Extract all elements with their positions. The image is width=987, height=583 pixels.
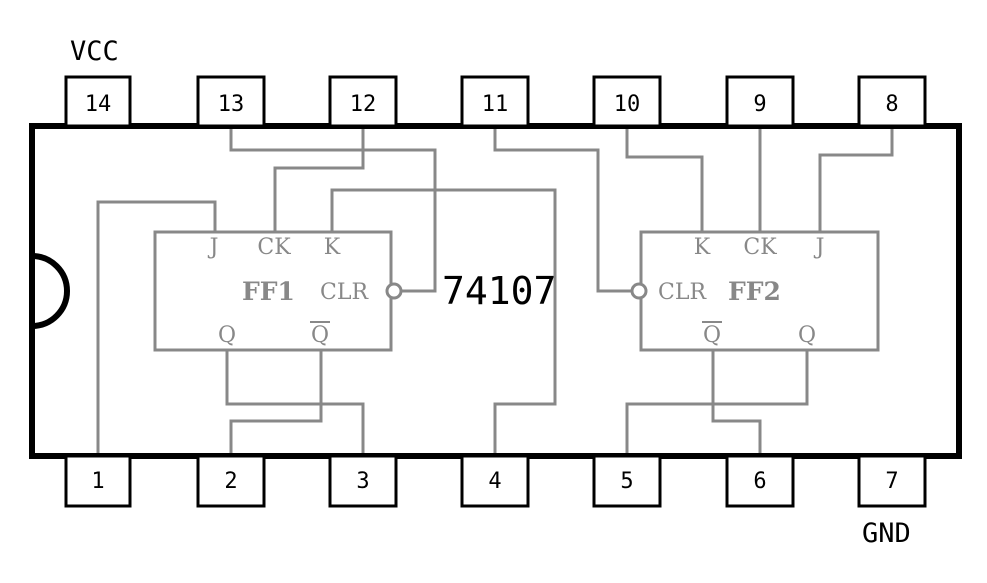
wire-pin1-ff1-j	[96, 200, 217, 460]
pin-14-label: 14	[85, 92, 112, 117]
wire-pin11-ff2-clr	[493, 124, 632, 293]
pin-7-box	[857, 454, 927, 508]
ff1-q-label: Q	[218, 323, 236, 348]
pin-1-box	[64, 454, 132, 508]
pin-12-box	[328, 75, 398, 128]
pin-5-label: 5	[620, 469, 633, 494]
ff2-qbar-label: Q	[703, 323, 721, 348]
ff2-clr-bubble	[630, 282, 648, 300]
pin-9-box	[725, 75, 795, 128]
wire-ff1-q-pin3	[225, 350, 365, 460]
pin-13-label: 13	[218, 92, 245, 117]
pin-10-box	[592, 75, 662, 128]
ff2-title: FF2	[728, 277, 781, 306]
wire-ff2-qbar-pin6	[711, 350, 762, 460]
pin-10-label: 10	[614, 92, 641, 117]
pin-2-label: 2	[224, 469, 237, 494]
pin-5-box	[592, 454, 662, 508]
ff1-clr-label: CLR	[320, 280, 369, 305]
vcc-label: VCC	[70, 36, 119, 67]
ff1-title: FF1	[242, 277, 295, 306]
wire-pin13-ff1-clr	[229, 124, 437, 293]
pin-6-box	[725, 454, 795, 508]
wire-pin10-ff2-k	[625, 124, 704, 232]
pin-8-label: 8	[885, 92, 898, 117]
ff1-clr-bubble	[385, 282, 403, 300]
ff1-j-label: J	[208, 235, 219, 260]
internal-wiring	[96, 124, 894, 460]
pin-2-box	[196, 454, 266, 508]
ff2-j-label: J	[814, 235, 825, 260]
bottom-pins: 1 2 3 4 5 6 7	[64, 454, 927, 508]
pin-11-box	[460, 75, 530, 128]
ff1-k-label: K	[324, 235, 341, 260]
wire-pin8-ff2-j	[818, 124, 894, 232]
wire-ff2-q-pin5	[625, 350, 809, 460]
pin-8-box	[857, 75, 927, 128]
pin-6-label: 6	[753, 469, 766, 494]
pin1-notch	[31, 253, 70, 329]
wire-pin12-ff1-ck	[273, 124, 365, 232]
ff2-q-label: Q	[798, 323, 816, 348]
pin-1-label: 1	[91, 469, 104, 494]
pin-11-label: 11	[482, 92, 509, 117]
pin-4-label: 4	[488, 469, 501, 494]
pin-14-box	[64, 75, 132, 128]
pin-7-label: 7	[885, 469, 898, 494]
ff2-k-label: K	[694, 235, 711, 260]
pin-9-label: 9	[753, 92, 766, 117]
ff2-ck-label: CK	[743, 235, 777, 260]
pin-13-box	[196, 75, 266, 128]
top-pins: 14 13 12 11 10 9 8	[64, 75, 927, 128]
pin-3-label: 3	[356, 469, 369, 494]
wire-ff1-qbar-pin2	[229, 350, 323, 460]
pin-12-label: 12	[350, 92, 377, 117]
wire-pin4-ff1-k	[330, 188, 557, 460]
pin-3-box	[328, 454, 398, 508]
chip-part-number: 74107	[442, 269, 556, 313]
ff1-ck-label: CK	[257, 235, 291, 260]
ff2-clr-label: CLR	[658, 280, 707, 305]
ff1-qbar-label: Q	[311, 323, 329, 348]
gnd-label: GND	[862, 518, 911, 549]
pin-4-box	[460, 454, 530, 508]
